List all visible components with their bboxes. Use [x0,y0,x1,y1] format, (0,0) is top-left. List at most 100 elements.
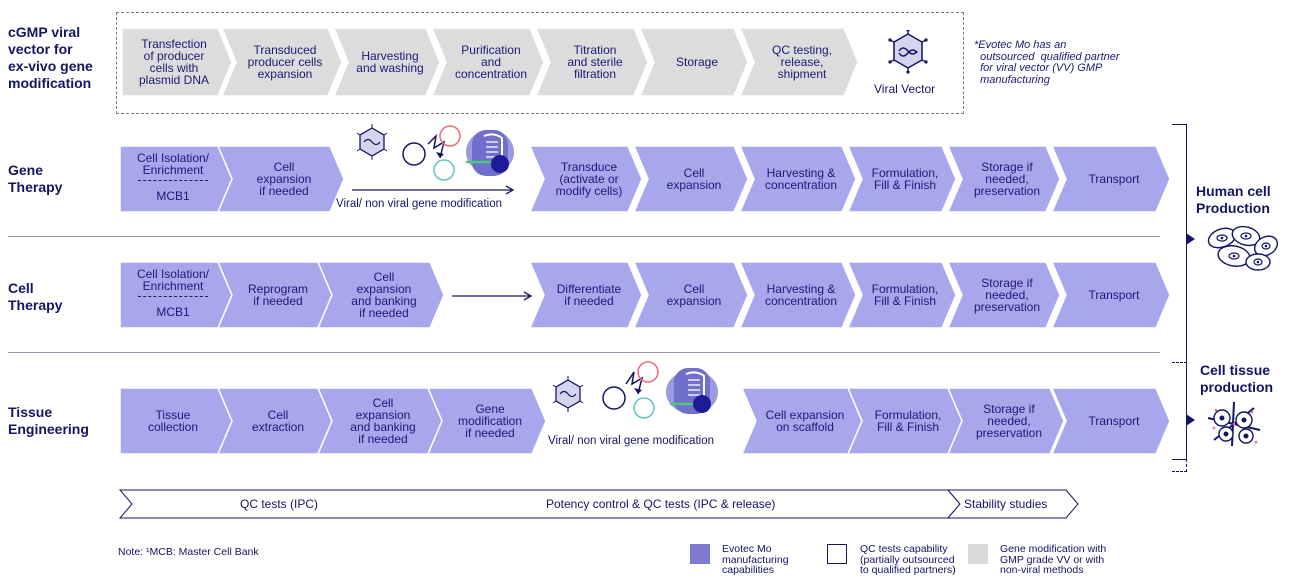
step-label: Formulation, Fill & Finish [874,408,942,434]
step-divider [138,296,208,297]
cell-step: Transport [1050,261,1171,329]
step-label: Transport [1088,172,1140,186]
viral-step: Harvesting and washing [332,27,441,97]
viral-step: Storage [638,27,749,97]
tissue-step: Tissue collection [119,387,233,455]
row-label-tissue-engineering: Tissue Engineering [8,404,89,437]
viral-vector-footnote: *Evotec Mo has an outsourced qualified p… [974,39,1120,86]
tissue-cells-icon [1204,400,1264,448]
cell-step: Differentiate if needed [528,261,643,329]
step-label: Harvesting & concentration [764,166,838,192]
cell-step: Cell expansion [632,261,749,329]
step-label: Storage if needed, preservation [973,276,1041,314]
viral-step: Purification and concentration [430,27,545,97]
step-label: Cell extraction [251,408,305,434]
step-label: Transfection of producer cells with plas… [138,37,210,87]
step-label: Cell expansion on scaffold [765,408,845,434]
gene-step: Cell expansion if needed [216,145,345,213]
step-label: Cell expansion and banking if needed [350,396,416,446]
step-label: Differentiate if needed [556,282,622,308]
step-label: Tissue collection [147,408,199,434]
human-pointer-icon [1186,233,1195,245]
cell-step: Reprogram if needed [216,261,333,329]
tissue-step: Cell expansion and banking if needed [316,387,443,455]
legend-text-qc: QC tests capability (partially outsource… [860,543,956,576]
step-label: Transport [1088,288,1140,302]
cell-step: Harvesting & concentration [738,261,857,329]
viral-step: QC testing, release, shipment [738,27,859,97]
gene-modification-caption: Viral/ non viral gene modification [336,198,502,210]
tissue-step: Formulation, Fill & Finish [846,387,963,455]
qc-ipc-label: QC tests (IPC) [240,497,319,511]
cell-therapy-arrow [452,288,534,301]
tissue-step: Storage if needed, preservation [946,387,1065,455]
row-label-cell-therapy: Cell Therapy [8,280,63,313]
viral-vector-box [116,12,964,114]
human-cell-bracket [1172,124,1187,460]
step-label: QC testing, release, shipment [771,43,833,81]
viral-step: Titration and sterile filtration [534,27,649,97]
gene-modification-arrow [352,182,518,195]
footnote-mcb: Note: ¹MCB: Master Cell Bank [118,546,259,558]
separator-line [8,236,1160,237]
cell-tissue-production-label: Cell tissue production [1200,362,1274,395]
tissue-gene-modification-illustration [550,360,730,422]
gene-modification-illustration [352,122,522,184]
gene-step: Storage if needed, preservation [946,145,1061,213]
tissue-step: Gene modification if needed [426,387,547,455]
human-cell-production-label: Human cell Production [1196,183,1271,216]
legend-swatch-evotec [690,544,710,564]
step-label: Harvesting and washing [356,49,424,75]
viral-step: Transfection of producer cells with plas… [121,27,233,97]
human-cells-icon [1204,222,1282,272]
step-label: Cell expansion [666,166,722,192]
step-sublabel: MCB1 [156,305,190,319]
tissue-gene-modification-caption: Viral/ non viral gene modification [548,435,714,447]
tissue-pointer-icon [1186,414,1195,426]
step-label: Titration and sterile filtration [567,43,623,81]
step-divider [138,180,208,181]
step-label: Transport [1088,414,1140,428]
gene-step: Transport [1050,145,1171,213]
tissue-bracket [1172,362,1187,472]
cell-step: Cell expansion and banking if needed [316,261,445,329]
step-label: Storage [675,55,719,69]
step-sublabel: MCB1 [156,189,190,203]
step-label: Purification and concentration [454,43,528,81]
viral-vector-icon [888,28,928,74]
step-label: Reprogram if needed [247,282,309,308]
step-label: Cell expansion if needed [256,160,312,198]
legend-swatch-gene-mod [968,544,988,564]
gene-step: Formulation, Fill & Finish [846,145,957,213]
legend-text-gene-mod: Gene modification with GMP grade VV or w… [1000,543,1107,576]
step-label: Storage if needed, preservation [973,160,1041,198]
row-label-viral: cGMP viral vector for ex-vivo gene modif… [8,24,93,91]
step-label: Gene modification if needed [457,402,523,440]
qc-potency-label: Potency control & QC tests (IPC & releas… [546,497,776,511]
step-label: Storage if needed, preservation [975,402,1043,440]
cell-step: Formulation, Fill & Finish [846,261,957,329]
gene-step: Cell expansion [632,145,749,213]
separator-line [8,352,1160,353]
step-label: Transduce (activate or modify cells) [555,160,623,198]
step-label: Transduced producer cells expansion [247,43,323,81]
step-label: Cell expansion [666,282,722,308]
legend-text-evotec: Evotec Mo manufacturing capabilities [722,543,789,576]
qc-stability-label: Stability studies [964,497,1048,511]
viral-step: Transduced producer cells expansion [220,27,343,97]
step-label: Formulation, Fill & Finish [871,166,939,192]
qc-bar: QC tests (IPC) Potency control & QC test… [118,489,1079,519]
gene-step: Harvesting & concentration [738,145,857,213]
gene-step: Transduce (activate or modify cells) [528,145,643,213]
step-label: Cell Isolation/ Enrichment [136,267,210,293]
step-label: Cell Isolation/ Enrichment [136,151,210,177]
tissue-step: Transport [1050,387,1171,455]
cell-step: Storage if needed, preservation [946,261,1061,329]
row-label-gene-therapy: Gene Therapy [8,162,63,195]
legend-swatch-qc [827,544,847,564]
step-label: Formulation, Fill & Finish [871,282,939,308]
tissue-step: Cell extraction [216,387,333,455]
tissue-step: Cell expansion on scaffold [740,387,863,455]
